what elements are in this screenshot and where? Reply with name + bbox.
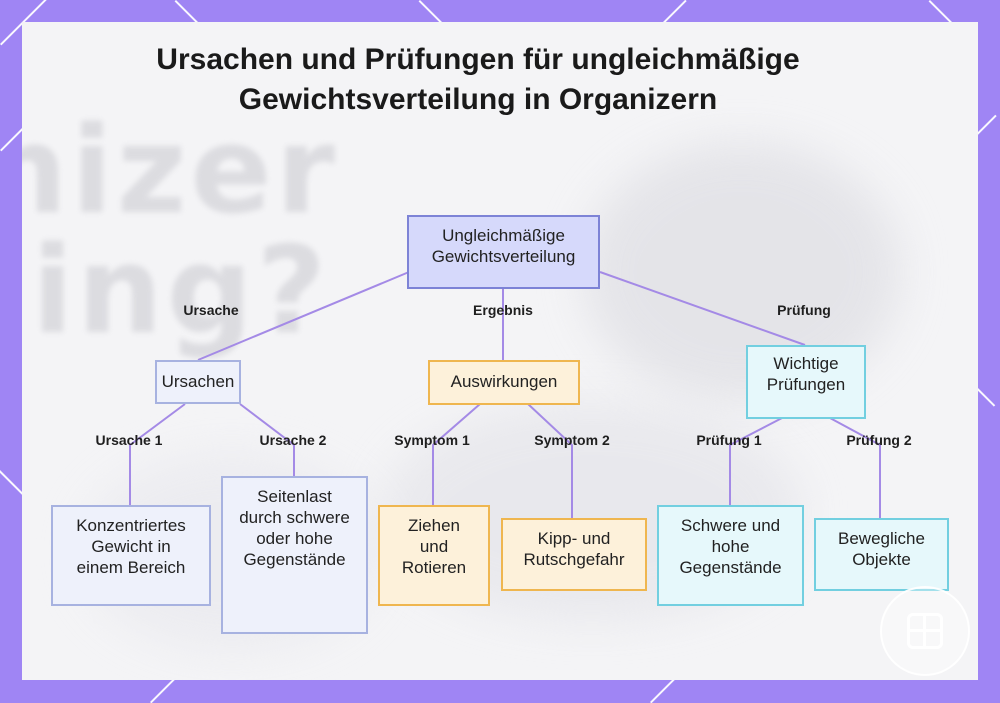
edge-label-pruefung-1: Prüfung 1 xyxy=(696,432,761,448)
organizer-logo-icon xyxy=(880,586,970,676)
node-check-1-label: Schwere und hohe Gegenstände xyxy=(673,515,788,578)
edge-causes-cause1 xyxy=(130,404,185,505)
edge-effects-symptom1 xyxy=(433,404,480,505)
node-causes: Ursachen xyxy=(155,360,241,404)
organizer-logo-icon xyxy=(907,613,943,649)
node-symptom-2: Kipp- und Rutschgefahr xyxy=(501,518,647,591)
node-effects-label: Auswirkungen xyxy=(451,371,558,392)
edge-effects-symptom2 xyxy=(528,404,572,518)
node-checks-label: Wichtige Prüfungen xyxy=(756,353,856,395)
node-root: Ungleichmäßige Gewichtsverteilung xyxy=(407,215,600,289)
node-effects: Auswirkungen xyxy=(428,360,580,405)
edge-label-pruefung-2: Prüfung 2 xyxy=(846,432,911,448)
node-root-label: Ungleichmäßige Gewichtsverteilung xyxy=(419,225,588,267)
node-cause-1: Konzentriertes Gewicht in einem Bereich xyxy=(51,505,211,606)
edge-label-ursache: Ursache xyxy=(183,302,238,318)
node-causes-label: Ursachen xyxy=(162,371,235,392)
node-checks: Wichtige Prüfungen xyxy=(746,345,866,419)
node-check-2-label: Bewegliche Objekte xyxy=(836,528,927,570)
node-cause-2: Seitenlast durch schwere oder hohe Gegen… xyxy=(221,476,368,634)
node-symptom-2-label: Kipp- und Rutschgefahr xyxy=(519,528,629,570)
edge-label-pruefung: Prüfung xyxy=(777,302,831,318)
edge-label-symptom-1: Symptom 1 xyxy=(394,432,469,448)
edge-label-symptom-2: Symptom 2 xyxy=(534,432,609,448)
edge-root-checks xyxy=(600,272,805,345)
node-symptom-1-label: Ziehen und Rotieren xyxy=(400,515,468,578)
edge-label-ursache-1: Ursache 1 xyxy=(96,432,163,448)
edge-label-ergebnis: Ergebnis xyxy=(473,302,533,318)
node-check-2: Bewegliche Objekte xyxy=(814,518,949,591)
edge-label-ursache-2: Ursache 2 xyxy=(260,432,327,448)
node-symptom-1: Ziehen und Rotieren xyxy=(378,505,490,606)
node-cause-1-label: Konzentriertes Gewicht in einem Bereich xyxy=(67,515,195,578)
node-cause-2-label: Seitenlast durch schwere oder hohe Gegen… xyxy=(235,486,354,570)
node-check-1: Schwere und hohe Gegenstände xyxy=(657,505,804,606)
